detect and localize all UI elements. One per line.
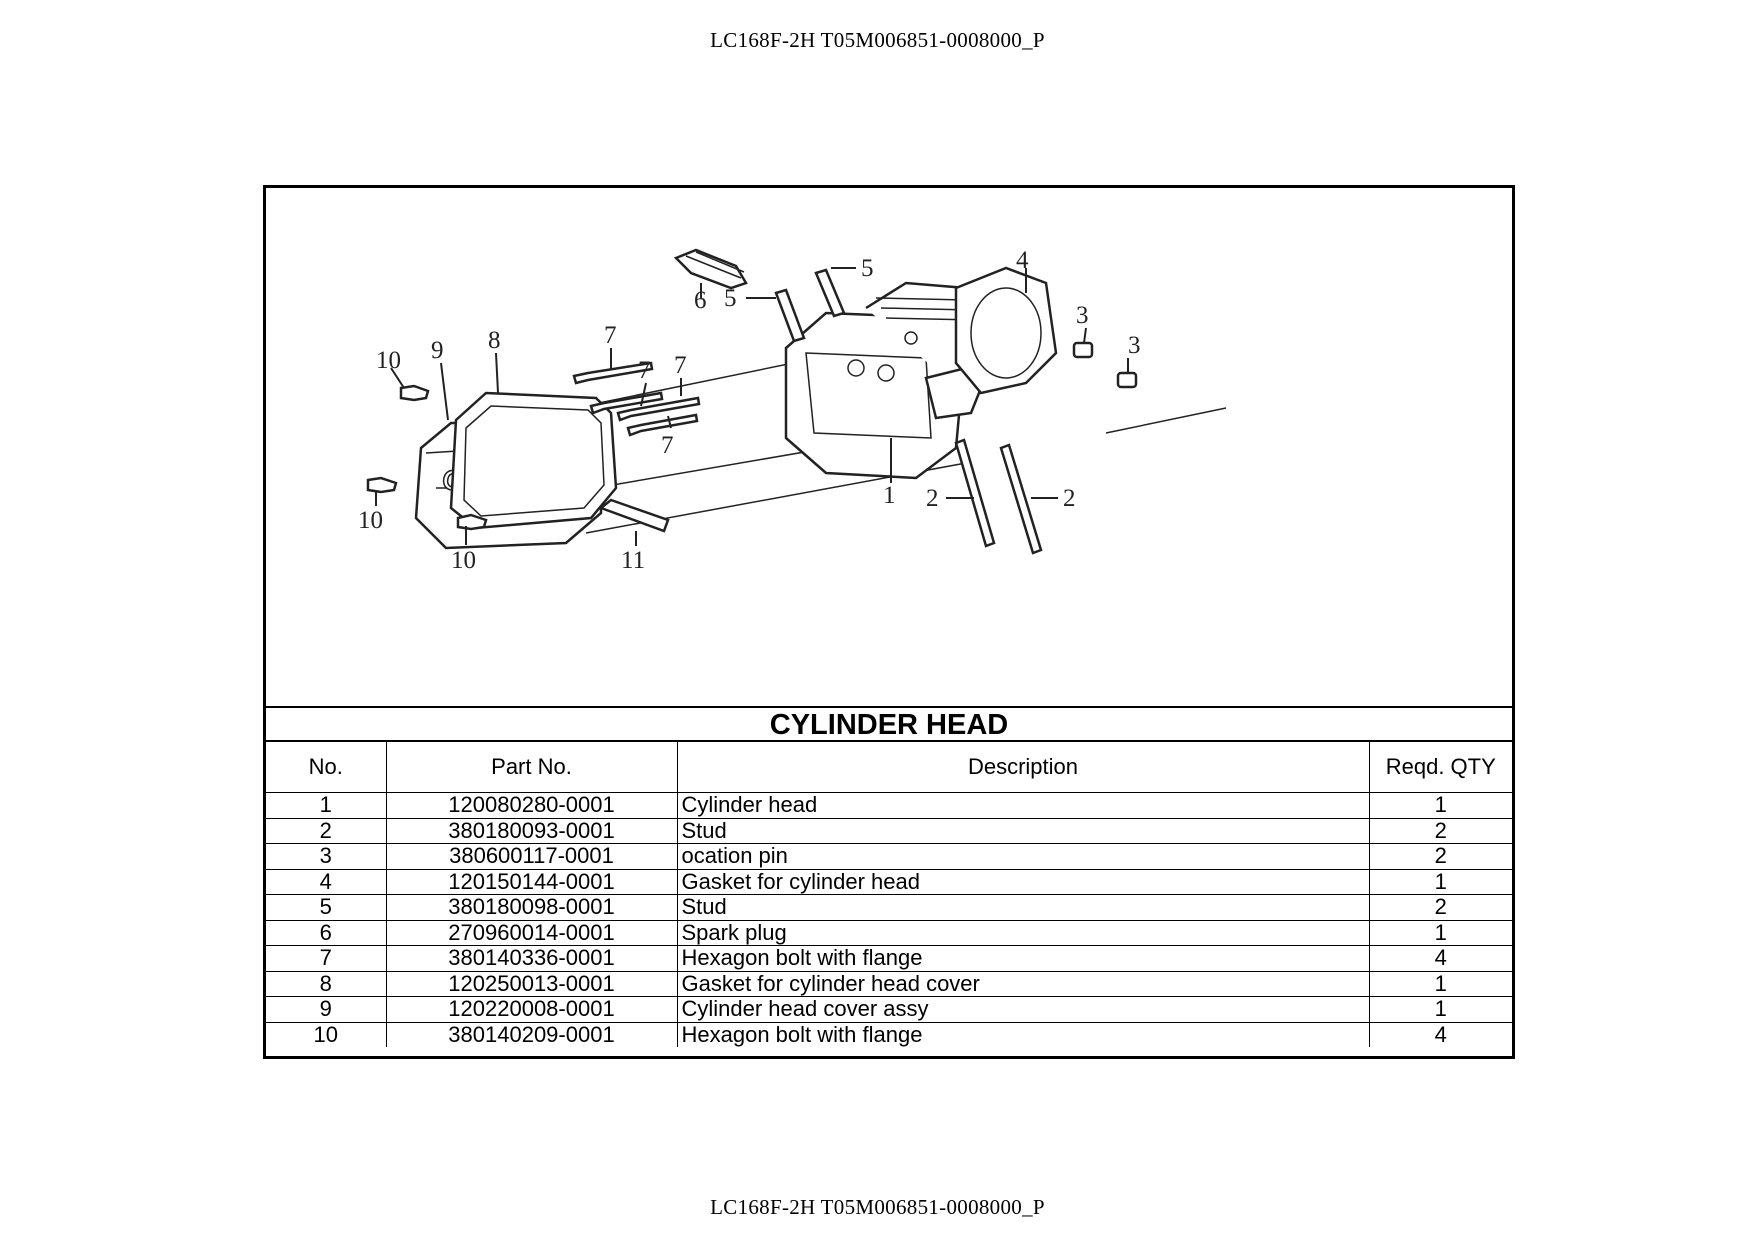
table-row: 10 380140209-0001 Hexagon bolt with flan… — [266, 1021, 1512, 1047]
callout-7: 7 — [661, 432, 674, 459]
cell-part-no: 380600117-0001 — [385, 843, 678, 870]
dowel-tube — [598, 498, 670, 533]
cell-qty: 4 — [1368, 945, 1512, 972]
cell-part-no: 120150144-0001 — [385, 868, 678, 895]
table-header-row: No. Part No. Description Reqd. QTY — [266, 742, 1512, 793]
callout-6: 6 — [694, 287, 707, 314]
cell-part-no: 120250013-0001 — [385, 970, 678, 997]
location-pin — [1116, 371, 1138, 389]
cell-description: Cylinder head — [676, 792, 1370, 819]
cell-description: Spark plug — [676, 919, 1370, 946]
callout-2: 2 — [926, 485, 939, 512]
cell-qty: 1 — [1368, 996, 1512, 1023]
column-header-part-no: Part No. — [385, 742, 678, 793]
callout-8: 8 — [488, 327, 501, 354]
stud — [999, 443, 1043, 555]
cell-no: 7 — [266, 945, 387, 972]
cell-qty: 2 — [1368, 817, 1512, 844]
cell-no: 8 — [266, 970, 387, 997]
cell-part-no: 120220008-0001 — [385, 996, 678, 1023]
table-row: 3 380600117-0001 ocation pin 2 — [266, 843, 1512, 870]
hex-bolt — [626, 413, 699, 437]
cell-description: Gasket for cylinder head — [676, 868, 1370, 895]
cell-qty: 1 — [1368, 868, 1512, 895]
cell-qty: 2 — [1368, 843, 1512, 870]
callout-10: 10 — [358, 507, 383, 534]
parts-table: No. Part No. Description Reqd. QTY 1 120… — [266, 742, 1512, 1047]
cell-no: 10 — [266, 1021, 387, 1047]
table-row: 6 270960014-0001 Spark plug 1 — [266, 919, 1512, 946]
table-row: 2 380180093-0001 Stud 2 — [266, 817, 1512, 844]
table-row: 5 380180098-0001 Stud 2 — [266, 894, 1512, 921]
hex-bolt — [456, 513, 488, 531]
cylinder-head — [784, 281, 988, 480]
page-header: LC168F-2H T05M006851-0008000_P — [710, 28, 1045, 52]
stud — [954, 438, 996, 548]
head-gasket — [954, 266, 1058, 395]
table-row: 8 120250013-0001 Gasket for cylinder hea… — [266, 970, 1512, 997]
cell-description: Cylinder head cover assy — [676, 996, 1370, 1023]
cover-gasket — [449, 391, 618, 530]
callout-5: 5 — [724, 285, 737, 312]
table-row: 7 380140336-0001 Hexagon bolt with flang… — [266, 945, 1512, 972]
cell-qty: 2 — [1368, 894, 1512, 921]
cell-part-no: 380140209-0001 — [385, 1021, 678, 1047]
hex-bolt — [589, 391, 664, 415]
table-row: 1 120080280-0001 Cylinder head 1 — [266, 792, 1512, 819]
cell-description: Hexagon bolt with flange — [676, 945, 1370, 972]
table-row: 4 120150144-0001 Gasket for cylinder hea… — [266, 868, 1512, 895]
cell-no: 2 — [266, 817, 387, 844]
hex-bolt — [572, 361, 654, 385]
callout-10: 10 — [376, 347, 401, 374]
cell-qty: 1 — [1368, 919, 1512, 946]
cell-description: Gasket for cylinder head cover — [676, 970, 1370, 997]
cell-part-no: 120080280-0001 — [385, 792, 678, 819]
column-header-qty: Reqd. QTY — [1368, 742, 1512, 793]
cell-no: 9 — [266, 996, 387, 1023]
column-header-description: Description — [676, 742, 1370, 793]
callout-10: 10 — [451, 547, 476, 574]
page-footer: LC168F-2H T05M006851-0008000_P — [710, 1195, 1045, 1219]
callout-11: 11 — [621, 547, 645, 574]
callout-7: 7 — [604, 322, 617, 349]
cell-description: Stud — [676, 894, 1370, 921]
cell-part-no: 380180098-0001 — [385, 894, 678, 921]
cell-part-no: 380140336-0001 — [385, 945, 678, 972]
cell-part-no: 380180093-0001 — [385, 817, 678, 844]
cell-description: Stud — [676, 817, 1370, 844]
section-title: CYLINDER HEAD — [266, 706, 1512, 742]
cell-qty: 1 — [1368, 970, 1512, 997]
cell-no: 5 — [266, 894, 387, 921]
column-header-no: No. — [266, 742, 387, 793]
stud — [814, 268, 846, 318]
callout-3: 3 — [1076, 302, 1089, 329]
parts-sheet: OHV — [263, 185, 1515, 1059]
cell-description: Hexagon bolt with flange — [676, 1021, 1370, 1047]
callout-7: 7 — [674, 352, 687, 379]
cell-no: 3 — [266, 843, 387, 870]
stud — [774, 288, 806, 343]
cell-no: 4 — [266, 868, 387, 895]
hex-bolt — [616, 396, 701, 422]
callout-9: 9 — [431, 337, 444, 364]
callout-1: 1 — [883, 482, 896, 509]
cell-description: ocation pin — [676, 843, 1370, 870]
callout-3: 3 — [1128, 332, 1141, 359]
cell-qty: 4 — [1368, 1021, 1512, 1047]
location-pin — [1072, 341, 1094, 359]
table-row: 9 120220008-0001 Cylinder head cover ass… — [266, 996, 1512, 1023]
hex-bolt — [399, 384, 430, 402]
callout-7: 7 — [638, 357, 651, 384]
hex-bolt — [366, 476, 398, 494]
callout-4: 4 — [1016, 247, 1029, 274]
alignment-line — [1105, 407, 1227, 434]
callout-2: 2 — [1063, 485, 1076, 512]
cell-no: 6 — [266, 919, 387, 946]
spark-plug — [673, 248, 748, 290]
cell-qty: 1 — [1368, 792, 1512, 819]
cell-no: 1 — [266, 792, 387, 819]
exploded-diagram: OHV — [358, 247, 1227, 574]
cell-part-no: 270960014-0001 — [385, 919, 678, 946]
callout-5: 5 — [861, 255, 874, 282]
